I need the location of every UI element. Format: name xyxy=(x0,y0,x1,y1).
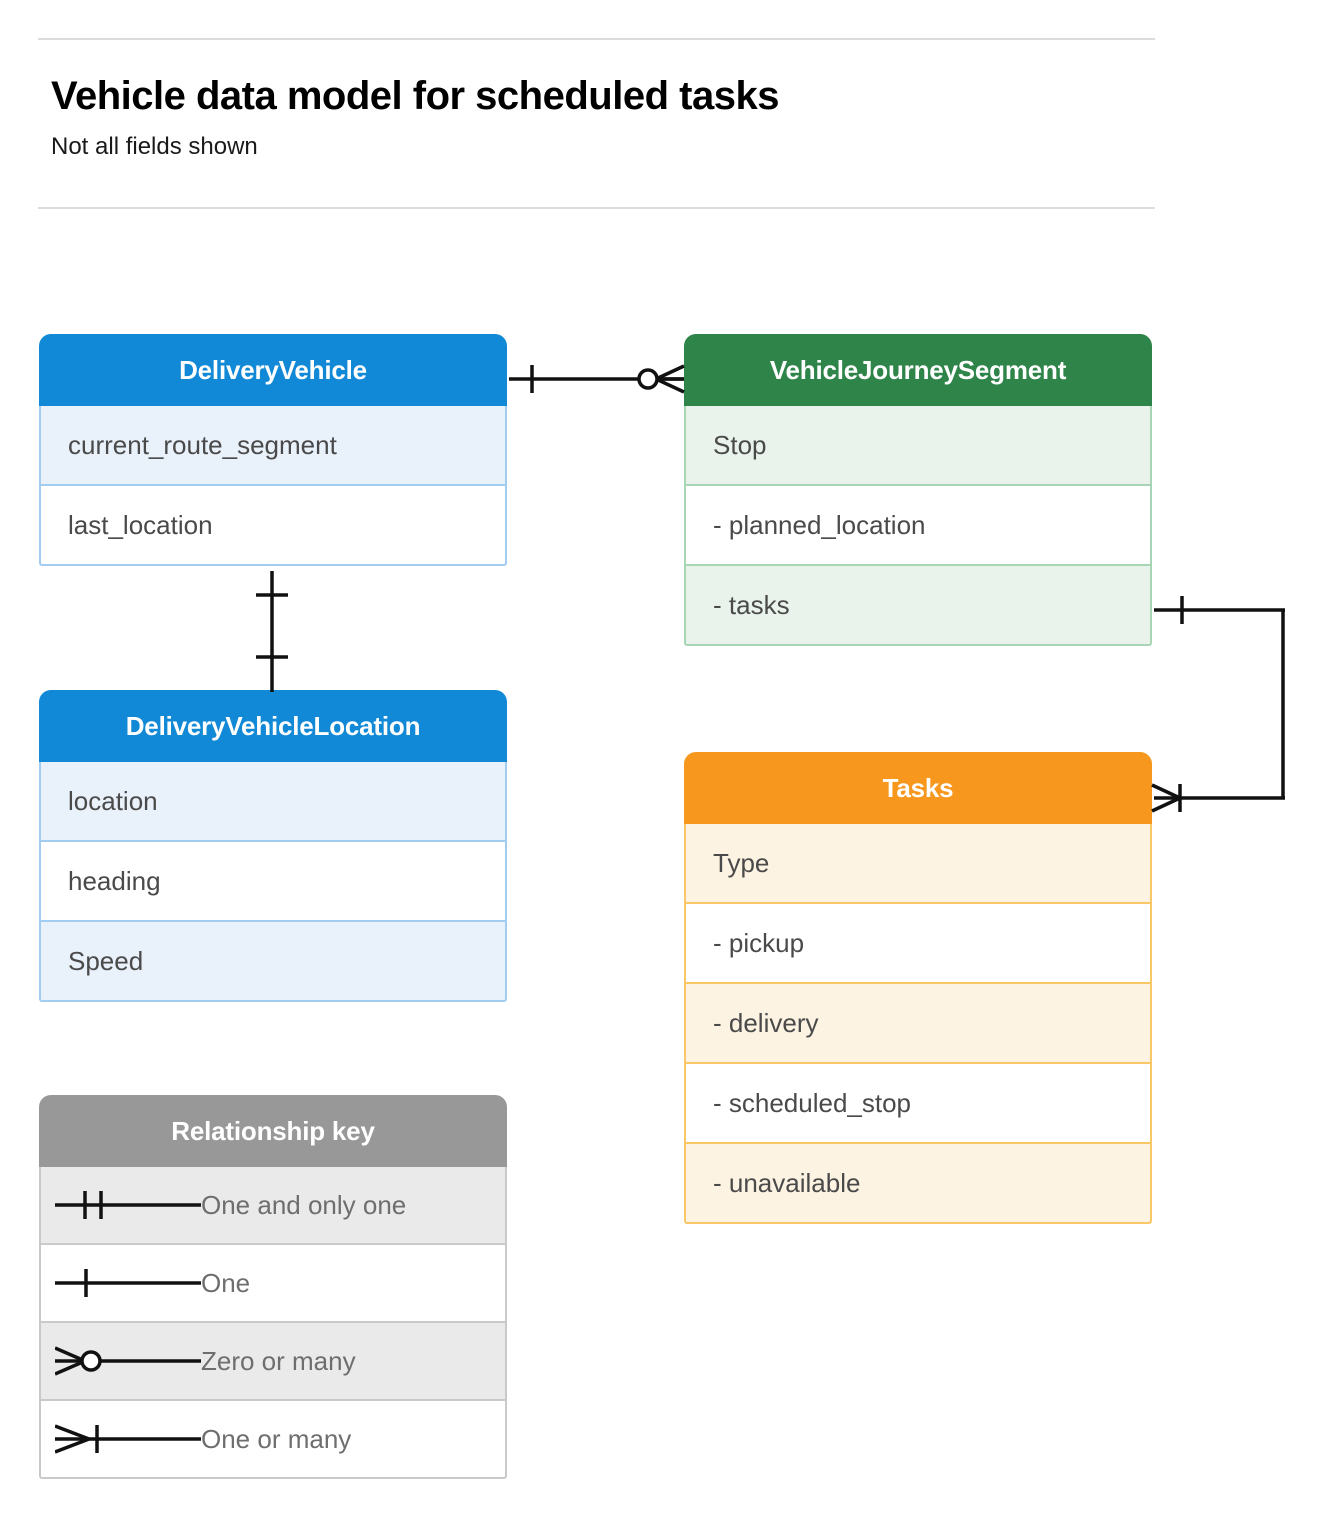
field-label: current_route_segment xyxy=(68,429,337,460)
header-divider-top xyxy=(38,38,1155,40)
legend-label: One xyxy=(201,1267,251,1298)
entity-field-row[interactable]: - tasks xyxy=(684,566,1152,646)
page-subtitle: Not all fields shown xyxy=(51,133,258,160)
entity-vehicle-journey-segment[interactable]: VehicleJourneySegment Stop - planned_loc… xyxy=(684,334,1152,646)
field-label: - scheduled_stop xyxy=(713,1087,912,1118)
field-label: - unavailable xyxy=(713,1167,861,1198)
entity-field-row[interactable]: Type xyxy=(684,824,1152,904)
legend-label: Zero or many xyxy=(201,1345,356,1376)
entity-field-row[interactable]: - planned_location xyxy=(684,486,1152,566)
entity-field-row[interactable]: - scheduled_stop xyxy=(684,1064,1152,1144)
legend-title: Relationship key xyxy=(39,1095,507,1167)
legend-label: One and only one xyxy=(201,1189,407,1220)
field-label: location xyxy=(68,785,158,816)
legend-row-zero-or-many[interactable]: Zero or many xyxy=(39,1323,507,1401)
legend-row-one-or-many[interactable]: One or many xyxy=(39,1401,507,1479)
connector-vehicle-to-vehicle-location xyxy=(256,571,288,692)
entity-field-row[interactable]: heading xyxy=(39,842,507,922)
field-label: last_location xyxy=(68,509,213,540)
entity-delivery-vehicle[interactable]: DeliveryVehicle current_route_segment la… xyxy=(39,334,507,566)
entity-title: DeliveryVehicle xyxy=(39,334,507,406)
entity-field-row[interactable]: Stop xyxy=(684,406,1152,486)
page-title: Vehicle data model for scheduled tasks xyxy=(51,74,779,118)
entity-title: Tasks xyxy=(684,752,1152,824)
entity-field-row[interactable]: location xyxy=(39,762,507,842)
field-label: - planned_location xyxy=(713,509,926,540)
field-label: heading xyxy=(68,865,161,896)
entity-title: VehicleJourneySegment xyxy=(684,334,1152,406)
field-label: - delivery xyxy=(713,1007,819,1038)
legend-row-one[interactable]: One xyxy=(39,1245,507,1323)
entity-field-row[interactable]: last_location xyxy=(39,486,507,566)
header-divider-bottom xyxy=(38,207,1155,209)
one-icon xyxy=(41,1245,201,1321)
connector-journey-segment-tasks-to-tasks xyxy=(1151,596,1285,813)
relationship-key-legend[interactable]: Relationship key One and only one One xyxy=(39,1095,507,1479)
entity-field-row[interactable]: current_route_segment xyxy=(39,406,507,486)
entity-field-row[interactable]: - delivery xyxy=(684,984,1152,1064)
entity-tasks[interactable]: Tasks Type - pickup - delivery - schedul… xyxy=(684,752,1152,1224)
entity-field-row[interactable]: - unavailable xyxy=(684,1144,1152,1224)
field-label: Stop xyxy=(713,429,767,460)
field-label: Type xyxy=(713,847,770,878)
entity-field-row[interactable]: - pickup xyxy=(684,904,1152,984)
connector-vehicle-to-journey-segment xyxy=(509,364,685,394)
one-and-only-one-icon xyxy=(41,1167,201,1243)
field-label: - pickup xyxy=(713,927,805,958)
one-or-many-icon xyxy=(41,1401,201,1477)
entity-field-row[interactable]: Speed xyxy=(39,922,507,1002)
zero-or-many-icon xyxy=(41,1323,201,1399)
legend-label: One or many xyxy=(201,1423,352,1454)
legend-row-one-and-only-one[interactable]: One and only one xyxy=(39,1167,507,1245)
field-label: Speed xyxy=(68,945,144,976)
entity-title: DeliveryVehicleLocation xyxy=(39,690,507,762)
field-label: - tasks xyxy=(713,589,790,620)
entity-delivery-vehicle-location[interactable]: DeliveryVehicleLocation location heading… xyxy=(39,690,507,1002)
